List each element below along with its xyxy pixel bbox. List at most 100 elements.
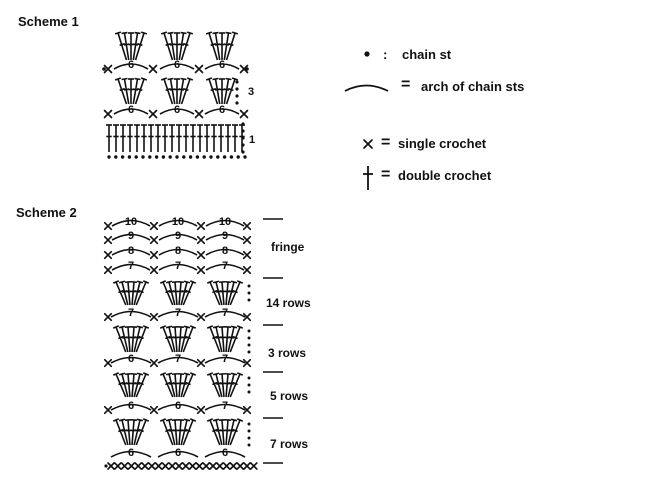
dc-stem: [178, 419, 182, 446]
double-crochet-symbol: [229, 418, 244, 446]
dc-stem: [115, 281, 127, 306]
dc-cross-bar: [138, 428, 144, 433]
dc-top-bar: [124, 372, 132, 376]
double-crochet-symbol: [183, 124, 189, 152]
chain-stitch-dot: [247, 390, 251, 394]
double-crochet-symbol: [124, 325, 132, 353]
dc-top-bar: [136, 372, 144, 376]
dc-top-bar: [225, 77, 232, 81]
dc-cross-bar: [232, 428, 238, 433]
dc-top-bar: [230, 280, 238, 284]
single-crochet-symbol: [202, 462, 210, 470]
dc-stem: [162, 326, 174, 353]
sc-stroke: [114, 462, 122, 470]
scheme-2-arch: [157, 310, 199, 318]
chain-stitch-dot: [247, 383, 251, 387]
dc-stem: [225, 78, 236, 105]
scheme-1-title: Scheme 1: [18, 14, 79, 29]
double-crochet-symbol: [206, 372, 221, 398]
sc-stroke: [168, 462, 176, 470]
dc-stem: [225, 326, 229, 353]
legend-chain-label: chain st: [402, 47, 452, 62]
scheme-2-arch: [110, 450, 152, 458]
chain-stitch-dot: [154, 155, 159, 159]
sc-stroke: [103, 109, 113, 119]
dc-stem: [174, 326, 178, 353]
double-crochet-symbol: [114, 77, 128, 105]
double-crochet-symbol: [133, 418, 144, 446]
dc-stem: [225, 419, 229, 446]
chain-stitch-dot: [247, 329, 251, 333]
dc-top-bar: [140, 77, 148, 81]
double-crochet-symbol: [229, 372, 244, 398]
single-crochet-symbol: [250, 462, 258, 470]
scheme-1-row-label-3: 3: [248, 86, 255, 98]
dc-stem: [121, 281, 129, 306]
double-crochet-symbol: [182, 418, 197, 446]
chain-stitch-dot: [216, 155, 220, 159]
double-crochet-symbol: [225, 77, 239, 105]
dc-stem: [135, 419, 147, 446]
double-crochet-symbol: [180, 77, 194, 105]
sc-stroke: [202, 462, 210, 470]
double-crochet-symbol: [171, 418, 179, 446]
dc-stem: [223, 78, 230, 105]
dc-cross-bar: [138, 335, 144, 340]
dc-stem: [115, 419, 127, 446]
section-label-7-rows: 7 rows: [270, 437, 309, 451]
dc-stem: [221, 419, 225, 446]
double-crochet-symbol: [182, 325, 197, 353]
dc-top-bar: [183, 325, 191, 329]
dc-stem: [127, 326, 131, 353]
single-crochet-symbol: [196, 358, 206, 368]
dc-top-bar: [159, 325, 167, 329]
scheme-2-arch-count: 6: [128, 400, 134, 412]
dc-stem: [227, 419, 235, 446]
dc-stem: [131, 419, 135, 446]
double-crochet-symbol: [224, 325, 232, 353]
double-crochet-symbol: [177, 372, 185, 398]
dc-top-bar: [118, 280, 126, 284]
fringe-arch: [158, 219, 198, 227]
scheme-1-arch-count: 6: [219, 104, 225, 116]
double-crochet-symbol: [224, 418, 232, 446]
double-crochet-symbol: [135, 280, 150, 306]
scheme-1-arch-count: 6: [174, 59, 180, 71]
double-crochet-symbol: [177, 418, 185, 446]
double-crochet-symbol: [177, 280, 185, 306]
dc-stem: [221, 281, 225, 306]
dc-cross-bar: [185, 428, 191, 433]
fringe-arch: [205, 219, 245, 227]
sc-stroke: [196, 250, 206, 260]
single-crochet-symbol: [149, 312, 159, 322]
dc-stem: [182, 419, 194, 446]
dc-top-bar: [118, 372, 126, 376]
dc-cross-bar: [227, 42, 234, 47]
sc-stroke: [242, 312, 252, 322]
scheme-2-arch-count: 7: [222, 307, 228, 319]
single-crochet-symbol: [229, 462, 238, 470]
single-crochet-symbol: [243, 462, 251, 470]
double-crochet-symbol: [160, 31, 174, 61]
dc-cross-bar: [118, 428, 124, 433]
double-crochet-symbol: [159, 280, 174, 306]
fringe-arch: [111, 248, 151, 256]
scheme-2-arch-count: 7: [222, 400, 228, 412]
dc-stem: [215, 326, 223, 353]
scheme-1-arch: [159, 63, 195, 70]
chain-stitch-dot: [209, 155, 213, 159]
sc-stroke: [242, 235, 252, 245]
dc-top-bar: [230, 372, 238, 376]
chain-stitch-dot: [168, 155, 172, 159]
sc-stroke: [103, 312, 113, 322]
double-crochet-symbol: [225, 31, 239, 61]
fringe-arch: [205, 248, 245, 256]
double-crochet-symbol: [218, 372, 226, 398]
sc-stroke: [243, 462, 251, 470]
dc-stem: [132, 32, 139, 61]
legend-sc-label: single crochet: [398, 136, 487, 151]
sc-stroke: [149, 221, 159, 231]
dc-top-bar: [186, 31, 194, 35]
double-crochet-symbol: [182, 372, 197, 398]
